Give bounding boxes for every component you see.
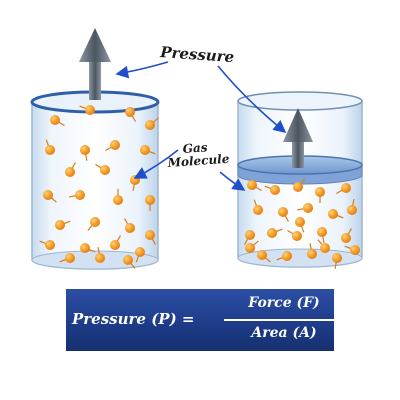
gas-molecule [350, 245, 360, 255]
gas-molecule [125, 107, 135, 117]
gas-molecule [65, 167, 75, 177]
gas-molecule [270, 185, 280, 195]
gas-molecule [65, 253, 75, 263]
pressure-pointer-right [217, 65, 287, 134]
gas-pointer-right [219, 171, 246, 191]
gas-molecule [267, 228, 277, 238]
gas-molecule [123, 255, 133, 265]
gas-molecule-label-line1: Gas [182, 140, 208, 156]
gas-molecule [140, 145, 150, 155]
left-gas-molecules [39, 105, 159, 269]
gas-molecule [125, 223, 135, 233]
right-force-arrow [283, 108, 313, 168]
gas-molecule [341, 233, 351, 243]
pressure-formula-box: Pressure (P) = Force (F) Area (A) [66, 289, 344, 351]
fraction-bar [224, 319, 344, 321]
gas-molecule [341, 183, 351, 193]
gas-molecule [307, 249, 317, 259]
gas-molecule [315, 187, 325, 197]
gas-molecule [328, 209, 338, 219]
gas-molecule [145, 195, 155, 205]
gas-pointer-left [133, 149, 179, 179]
gas-molecule [257, 250, 267, 260]
gas-molecule [303, 203, 313, 213]
formula-denominator: Area (A) [251, 325, 317, 341]
gas-molecule [245, 243, 255, 253]
gas-molecule [80, 145, 90, 155]
gas-molecule [75, 190, 85, 200]
formula-lhs: Pressure (P) = [72, 310, 195, 328]
gas-molecule [80, 243, 90, 253]
pressure-label: Pressure [159, 43, 235, 66]
gas-molecule [145, 120, 155, 130]
gas-molecule [110, 240, 120, 250]
gas-molecule [293, 182, 303, 192]
gas-molecule [45, 145, 55, 155]
gas-molecule [43, 190, 53, 200]
right-gas-molecules [243, 178, 360, 269]
gas-molecule [110, 140, 120, 150]
gas-molecule [332, 253, 342, 263]
gas-molecule [113, 195, 123, 205]
gas-molecule [292, 231, 302, 241]
gas-molecule [320, 243, 330, 253]
gas-molecule [45, 240, 55, 250]
gas-molecule [282, 251, 292, 261]
gas-molecule [95, 253, 105, 263]
gas-molecule [295, 217, 305, 227]
gas-molecule [347, 205, 357, 215]
gas-molecule [245, 230, 255, 240]
gas-molecule-label-line2: Molecule [166, 152, 230, 170]
gas-molecule [247, 180, 257, 190]
gas-molecule [50, 115, 60, 125]
gas-molecule [135, 247, 145, 257]
left-force-arrow [79, 28, 111, 100]
gas-molecule [253, 205, 263, 215]
gas-molecule [85, 105, 95, 115]
gas-molecule [145, 230, 155, 240]
formula-numerator: Force (F) [248, 295, 320, 311]
gas-molecule [90, 217, 100, 227]
gas-molecule [317, 227, 327, 237]
pressure-pointer-left [115, 61, 169, 79]
gas-molecule [55, 220, 65, 230]
gas-molecule [278, 207, 288, 217]
gas-molecule [100, 165, 110, 175]
